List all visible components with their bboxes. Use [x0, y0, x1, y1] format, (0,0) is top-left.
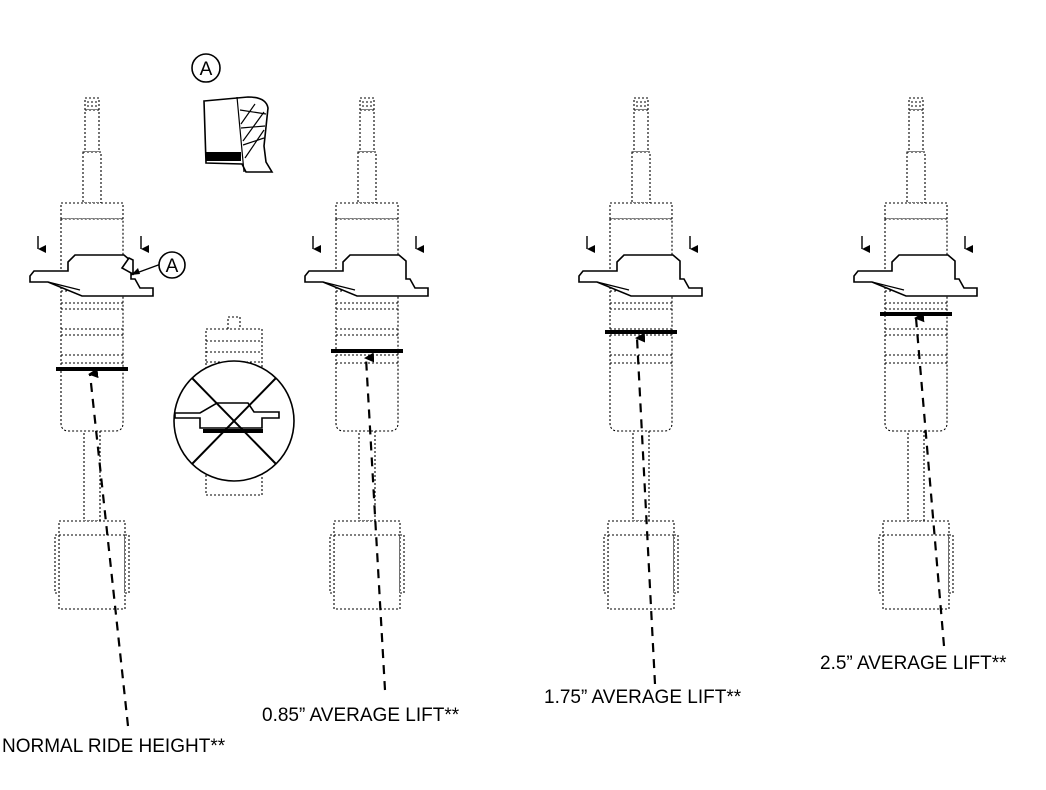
mark-25	[880, 312, 952, 316]
detail-a: A	[191, 53, 274, 173]
label-175-lift: 1.75” AVERAGE LIFT**	[544, 687, 742, 708]
detail-letter: A	[200, 59, 213, 80]
label-25-lift: 2.5” AVERAGE LIFT**	[820, 653, 1007, 674]
mark-085	[331, 349, 403, 353]
callout-letter: A	[166, 256, 179, 277]
strut-25-lift	[854, 98, 977, 609]
strut-085-lift	[305, 98, 428, 609]
mark-normal	[56, 367, 128, 371]
label-085-lift: 0.85” AVERAGE LIFT**	[262, 705, 460, 726]
strut-175-lift	[579, 98, 702, 609]
incorrect-install	[173, 316, 295, 496]
label-normal-ride-height: NORMAL RIDE HEIGHT**	[2, 736, 226, 757]
strut-normal-ride-height	[30, 98, 153, 609]
callout-a-strut: A	[120, 251, 186, 279]
mark-175	[605, 330, 677, 334]
